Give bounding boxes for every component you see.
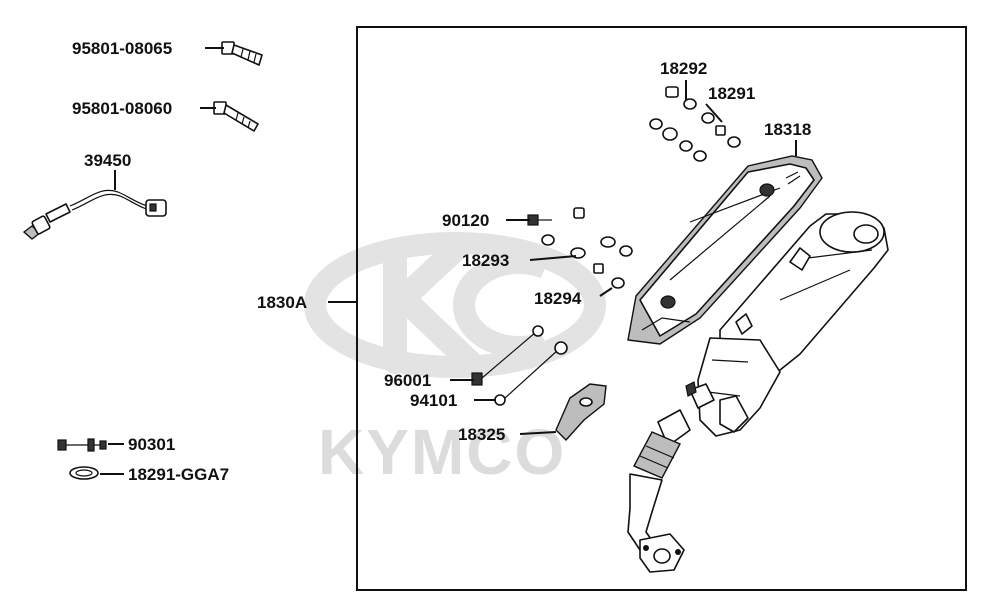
muffler-1830a-icon [627, 211, 889, 573]
label-94101: 94101 [410, 391, 457, 410]
heat-shield-18318-icon [627, 155, 823, 345]
label-18291: 18291 [708, 84, 755, 103]
leader-lines [100, 47, 797, 475]
gasket-18291-gga7-icon [69, 466, 99, 480]
label-1830a: 1830A [257, 293, 307, 312]
label-95801-08060: 95801-08060 [72, 99, 172, 118]
bracket-18325-icon [555, 383, 607, 442]
bracket-rods-icon [527, 86, 741, 289]
label-18318: 18318 [764, 120, 811, 139]
watermark-text: KYMCO [318, 416, 566, 488]
label-90301: 90301 [128, 435, 175, 454]
label-18294: 18294 [534, 289, 582, 308]
assembly-frame [356, 26, 967, 591]
bolt-95801-08065-icon [221, 41, 263, 66]
bolt-96001-icon [471, 325, 544, 386]
label-95801-08065: 95801-08065 [72, 39, 172, 58]
label-18325: 18325 [458, 425, 505, 444]
bolt-95801-08060-icon [213, 101, 259, 132]
label-90120: 90120 [442, 211, 489, 230]
watermark-logo: KYMCO [304, 232, 606, 488]
oxygen-sensor-39450-icon [22, 189, 167, 240]
label-18292: 18292 [660, 59, 707, 78]
label-39450: 39450 [84, 151, 131, 170]
label-18293: 18293 [462, 251, 509, 270]
nut-90301-icon [57, 438, 107, 452]
label-18291-gga7: 18291-GGA7 [128, 465, 229, 484]
label-96001: 96001 [384, 371, 431, 390]
